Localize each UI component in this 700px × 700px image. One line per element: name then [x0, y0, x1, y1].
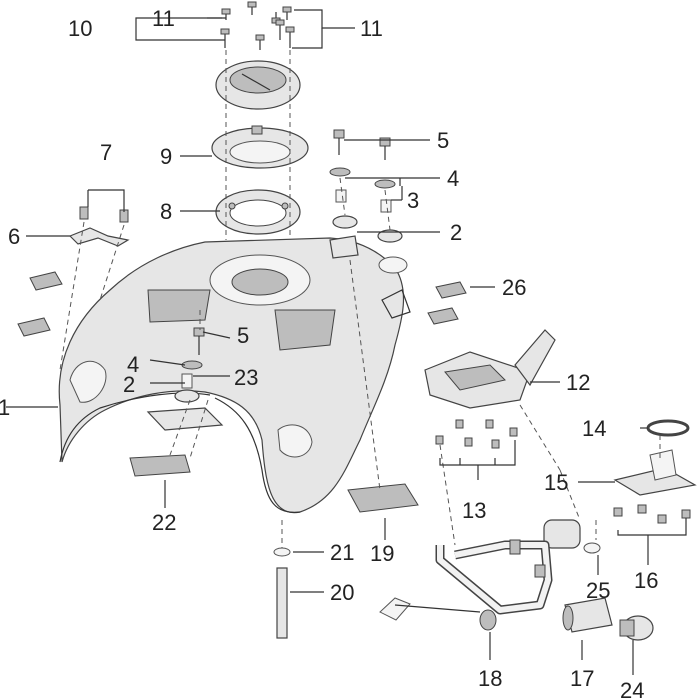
callout-1: 1: [0, 395, 10, 420]
fuel-filter-part: [562, 597, 613, 633]
callout-6: 6: [8, 224, 20, 249]
bracket-part: [68, 206, 130, 247]
callout-23: 23: [234, 365, 258, 390]
callout-13: 13: [462, 498, 486, 523]
callout-8: 8: [160, 199, 172, 224]
callout-3: 3: [407, 188, 419, 213]
rear-rubber-part: [347, 483, 419, 513]
callout-12: 12: [566, 370, 590, 395]
callout-11: 11: [152, 6, 175, 31]
fuel-pump-plate-part: [424, 329, 556, 409]
callout-9: 9: [160, 144, 172, 169]
callout-15: 15: [544, 470, 568, 495]
o-ring-part: [646, 419, 690, 437]
pump-bolts-part: [435, 419, 518, 449]
filler-cap-part: [215, 60, 301, 110]
right-bolt-stack-part: [329, 129, 403, 243]
callout-2: 2: [123, 372, 135, 397]
leader-lines: [6, 9, 687, 675]
callout-16: 16: [634, 568, 658, 593]
cap-bolts-part: [220, 1, 295, 50]
callout-20: 20: [330, 580, 354, 605]
callout-17: 17: [570, 666, 594, 691]
callout-2: 2: [450, 220, 462, 245]
callout-7: 7: [100, 140, 112, 165]
callout-26: 26: [502, 275, 526, 300]
callout-19: 19: [370, 541, 394, 566]
rod-and-clip-part: [273, 547, 291, 639]
callout-11: 11: [360, 16, 383, 41]
callout-25: 25: [586, 578, 610, 603]
callout-18: 18: [478, 666, 502, 691]
gasket-part: [215, 189, 301, 235]
callout-4: 4: [127, 352, 139, 377]
callout-4: 4: [447, 166, 459, 191]
callout-22: 22: [152, 510, 176, 535]
alignment-lines: [59, 50, 661, 548]
callout-5: 5: [237, 323, 249, 348]
filter-sock-part: [543, 519, 601, 554]
callout-10: 10: [68, 16, 92, 41]
callout-5: 5: [437, 128, 449, 153]
callout-labels: 1 2 2 3 4 4 5 5 6 7 8 9 10 11 11 12 13 1…: [0, 6, 658, 700]
callout-21: 21: [330, 540, 354, 565]
fuel-line-part: [379, 539, 553, 631]
callout-24: 24: [620, 678, 644, 700]
callout-14: 14: [582, 416, 606, 441]
mounting-ring-part: [211, 125, 309, 169]
fuel-tank-part: [58, 235, 411, 514]
front-mount-part: [129, 407, 224, 477]
sender-nuts-part: [613, 504, 691, 524]
sender-plate-part: [613, 449, 697, 496]
rubber-pads-part: [17, 271, 467, 337]
fuel-pump-part: [619, 615, 654, 641]
